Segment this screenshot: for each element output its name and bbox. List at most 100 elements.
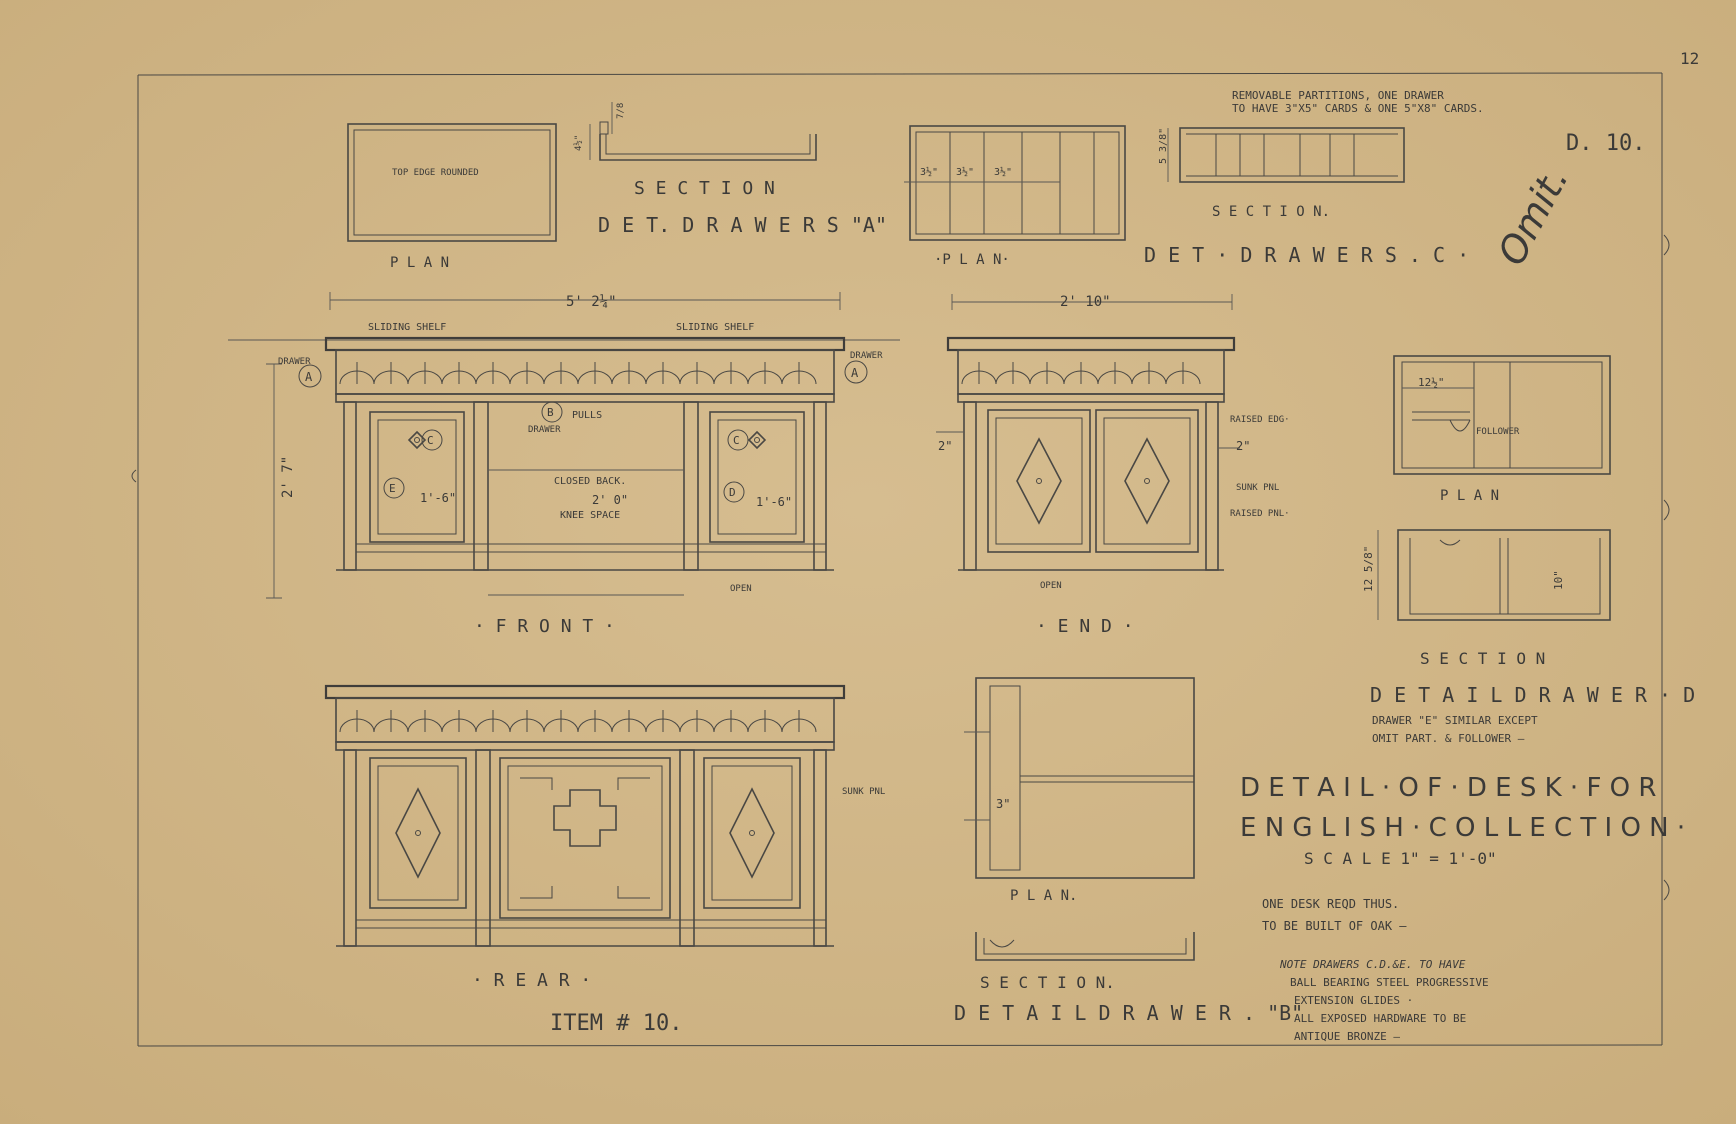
rear-elevation bbox=[324, 684, 846, 947]
drawer-d-plan-label: P L A N bbox=[1440, 488, 1499, 504]
drawer-a-top-edge-note: TOP EDGE ROUNDED bbox=[392, 168, 479, 178]
rear-center-fret bbox=[520, 777, 650, 899]
drawer-d-note-line1: DRAWER "E" SIMILAR EXCEPT bbox=[1372, 714, 1538, 727]
end-open-note: OPEN bbox=[1040, 581, 1062, 591]
front-panel-rosette bbox=[414, 437, 420, 443]
end-raised-pnl: RAISED PNL· bbox=[1230, 509, 1290, 519]
end-dimensions bbox=[951, 294, 1233, 310]
drawer-c-dim-bay-2: 3½" bbox=[956, 166, 974, 178]
front-panel-rosette bbox=[747, 430, 767, 450]
front-marker-c-left bbox=[421, 429, 443, 451]
front-open-note: OPEN bbox=[730, 584, 752, 594]
rear-center-cross bbox=[553, 789, 617, 847]
title-note-line1: NOTE DRAWERS C.D.&E. TO HAVE bbox=[1279, 958, 1466, 971]
drawer-c-dim-bay-1: 3½" bbox=[920, 166, 938, 178]
drawer-d-plan bbox=[1393, 355, 1611, 475]
drawer-c-dim-height: 5 3/8" bbox=[1158, 128, 1169, 164]
drawer-d-note-line2: OMIT PART. & FOLLOWER — bbox=[1372, 732, 1525, 745]
sheet-border bbox=[131, 72, 1670, 1047]
front-marker-d-label: D bbox=[729, 486, 736, 499]
end-dim-right: 2" bbox=[1236, 439, 1250, 453]
rear-label: · R E A R · bbox=[472, 970, 591, 991]
drawer-d-dim-height: 12 5/8" bbox=[1362, 546, 1375, 592]
drawer-d-title: D E T A I L D R A W E R · D bbox=[1370, 683, 1695, 707]
front-panel-width-left: 1'-6" bbox=[420, 491, 456, 505]
title-note-line5: ANTIQUE BRONZE — bbox=[1294, 1030, 1400, 1043]
front-dimensions bbox=[228, 292, 900, 599]
sheet-code: D. 10. bbox=[1566, 131, 1645, 156]
front-knee-space: KNEE SPACE bbox=[560, 510, 620, 521]
front-drawer-note: DRAWER bbox=[528, 425, 561, 435]
front-pulls-note: PULLS bbox=[572, 410, 602, 421]
front-label: · F R O N T · bbox=[474, 616, 615, 637]
drawer-d-section bbox=[1377, 529, 1611, 621]
rear-panel-diamond bbox=[395, 787, 441, 879]
drawer-c-dim-bay-3: 3½" bbox=[994, 166, 1012, 178]
drawer-c-note-line1: REMOVABLE PARTITIONS, ONE DRAWER bbox=[1232, 89, 1444, 102]
end-elevation bbox=[936, 336, 1240, 571]
front-drawer-left: DRAWER bbox=[278, 357, 311, 367]
front-marker-a-right bbox=[844, 360, 868, 384]
front-panel-rosette bbox=[754, 437, 760, 443]
front-marker-c-left-label: C bbox=[427, 434, 434, 447]
front-marker-a-right-label: A bbox=[851, 366, 859, 380]
front-marker-e bbox=[383, 477, 405, 499]
end-sunk-pnl: SUNK PNL bbox=[1236, 483, 1279, 493]
front-elevation bbox=[324, 336, 846, 596]
drawer-a-dim-height: 4½" bbox=[573, 135, 584, 151]
front-marker-b bbox=[541, 401, 563, 423]
drawer-a-title: D E T. D R A W E R S "A" bbox=[598, 213, 887, 237]
front-marker-c-right bbox=[727, 429, 749, 451]
end-raised-edge: RAISED EDG· bbox=[1230, 415, 1290, 425]
drawer-c-section-label: S E C T I O N. bbox=[1212, 204, 1330, 220]
end-panel-diamond bbox=[1016, 437, 1062, 525]
title-scale: S C A L E 1" = 1'-0" bbox=[1304, 849, 1497, 868]
front-sliding-shelf-left: SLIDING SHELF bbox=[368, 322, 446, 333]
drawer-a-dim-small: 7/8 bbox=[616, 103, 626, 119]
drawer-b-section bbox=[975, 932, 1195, 961]
front-marker-e-label: E bbox=[389, 482, 396, 495]
drawer-c-plan-label: ·P L A N· bbox=[934, 252, 1010, 268]
drawer-a-plan-label: P L A N bbox=[390, 255, 449, 271]
rear-sunk-pnl: SUNK PNL bbox=[842, 787, 885, 797]
rear-panel-diamond bbox=[729, 787, 775, 879]
front-knee-space-width: 2' 0" bbox=[592, 493, 628, 507]
title-note-line2: BALL BEARING STEEL PROGRESSIVE bbox=[1290, 976, 1489, 989]
page-number: 12 bbox=[1680, 49, 1699, 68]
front-marker-c-right-label: C bbox=[733, 434, 740, 447]
drawer-b-plan-label: P L A N. bbox=[1010, 888, 1077, 904]
drawer-a-plan bbox=[347, 123, 557, 242]
drawer-c-plan bbox=[904, 125, 1126, 241]
front-drawer-right: DRAWER bbox=[850, 351, 883, 361]
title-line1: D E T A I L · O F · D E S K · F O R bbox=[1240, 773, 1656, 803]
rear-item-number: ITEM # 10. bbox=[550, 1011, 682, 1036]
drawer-b-plan bbox=[964, 677, 1195, 879]
drawer-c-section bbox=[1167, 127, 1405, 183]
front-height: 2' 7" bbox=[280, 456, 296, 498]
drawer-d-dim-inner: 10" bbox=[1552, 570, 1565, 590]
end-panel-diamond bbox=[1124, 437, 1170, 525]
rear-panel-diamond bbox=[749, 830, 755, 836]
drawer-b-dim-side: 3" bbox=[996, 797, 1010, 811]
title-req-line1: ONE DESK REQD THUS. bbox=[1262, 897, 1399, 911]
title-note-line4: ALL EXPOSED HARDWARE TO BE bbox=[1294, 1012, 1466, 1025]
title-line2: E N G L I S H · C O L L E C T I O N · bbox=[1240, 813, 1685, 843]
title-req-line2: TO BE BUILT OF OAK — bbox=[1262, 919, 1407, 933]
end-panel-diamond bbox=[1036, 478, 1042, 484]
drawer-d-follower: FOLLOWER bbox=[1476, 427, 1520, 437]
drawer-b-section-label: S E C T I O N. bbox=[980, 973, 1115, 992]
drawer-b-title: D E T A I L D R A W E R . "B" bbox=[954, 1001, 1303, 1025]
end-label: · E N D · bbox=[1036, 616, 1134, 637]
rear-panel-diamond bbox=[415, 830, 421, 836]
front-marker-d bbox=[723, 481, 745, 503]
title-note-line3: EXTENSION GLIDES · bbox=[1294, 994, 1413, 1007]
end-panel-diamond bbox=[1144, 478, 1150, 484]
front-marker-a-left bbox=[298, 364, 322, 388]
drawer-d-section-label: S E C T I O N bbox=[1420, 649, 1545, 668]
front-sliding-shelf-right: SLIDING SHELF bbox=[676, 322, 754, 333]
end-width: 2' 10" bbox=[1060, 294, 1111, 310]
drawer-d-dim-width: 12½" bbox=[1418, 376, 1445, 389]
drawer-a-section bbox=[589, 102, 817, 161]
